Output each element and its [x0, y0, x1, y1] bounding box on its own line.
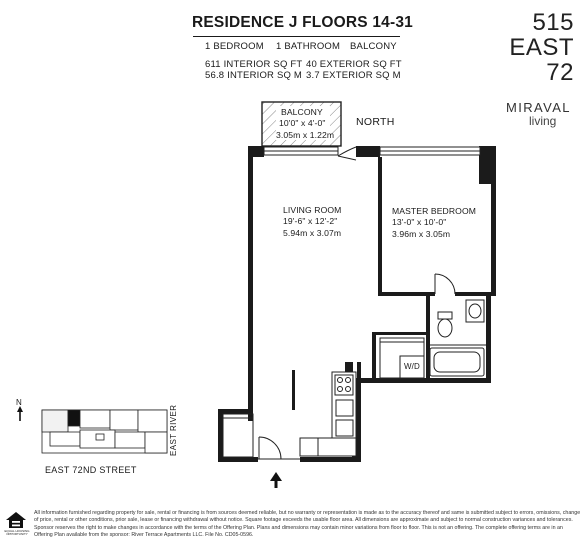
- wd-label: W/D: [404, 362, 420, 371]
- windows: [263, 146, 481, 156]
- living-tagline: living: [529, 114, 557, 128]
- key-plan-north: N: [16, 398, 22, 407]
- miraval-logo: MIRAVAL: [506, 100, 571, 115]
- logo-east: EAST: [509, 34, 574, 61]
- logo-515: 515: [532, 9, 574, 36]
- living-room-dim-imperial: 19'-6" x 12'-2": [283, 216, 338, 227]
- bedroom-name: MASTER BEDROOM: [392, 206, 477, 216]
- equal-housing-text: EQUAL HOUSING OPPORTUNITY: [4, 529, 30, 537]
- balcony-feature: BALCONY: [350, 41, 397, 52]
- balcony-dim-imperial: 10'0" x 4'-0": [279, 118, 326, 129]
- exterior-sqm: 3.7 EXTERIOR SQ M: [306, 70, 401, 81]
- street-label: EAST 72ND STREET: [45, 465, 137, 475]
- logo-72: 72: [546, 59, 574, 86]
- north-label: NORTH: [356, 116, 395, 128]
- bedroom-door: [434, 273, 456, 295]
- entry-arrow-icon: [270, 472, 282, 488]
- key-north-arrow: [17, 406, 23, 421]
- kitchen: [299, 371, 357, 457]
- entry-door: [258, 436, 300, 460]
- balcony-dim-metric: 3.05m x 1.22m: [276, 129, 335, 140]
- entry-closet: [222, 413, 254, 458]
- balcony-name: BALCONY: [281, 107, 323, 117]
- residence-title: RESIDENCE J FLOORS 14-31: [192, 14, 413, 31]
- bedroom-count: 1 BEDROOM: [205, 41, 264, 52]
- bathroom-count: 1 BATHROOM: [276, 41, 341, 52]
- closet: [379, 337, 425, 379]
- bedroom-dim-metric: 3.96m x 3.05m: [392, 228, 451, 239]
- equal-housing-icon: [6, 512, 26, 528]
- balcony-label: BALCONY 10'0" x 4'-0" 3.05m x 1.22m: [276, 107, 335, 141]
- bedroom-label: MASTER BEDROOM 13'-0" x 10'-0" 3.96m x 3…: [392, 206, 476, 240]
- interior-sqft: 611 INTERIOR SQ FT: [205, 59, 303, 70]
- exterior-sqft: 40 EXTERIOR SQ FT: [306, 59, 402, 70]
- bathroom-fixtures: [429, 299, 486, 377]
- balcony-area: [261, 101, 342, 147]
- bedroom-dim-imperial: 13'-0" x 10'-0": [392, 217, 447, 228]
- living-room-name: LIVING ROOM: [283, 205, 342, 215]
- interior-sqm: 56.8 INTERIOR SQ M: [205, 70, 303, 81]
- key-plan: [41, 409, 168, 454]
- interior-walls: [292, 157, 491, 462]
- balcony-door: [337, 146, 357, 161]
- title-divider: [193, 36, 400, 37]
- living-room-dim-metric: 5.94m x 3.07m: [283, 227, 342, 238]
- living-room-label: LIVING ROOM 19'-6" x 12'-2" 5.94m x 3.07…: [283, 205, 341, 239]
- river-label: EAST RIVER: [169, 404, 178, 456]
- legal-disclaimer: All information furnished regarding prop…: [34, 510, 581, 539]
